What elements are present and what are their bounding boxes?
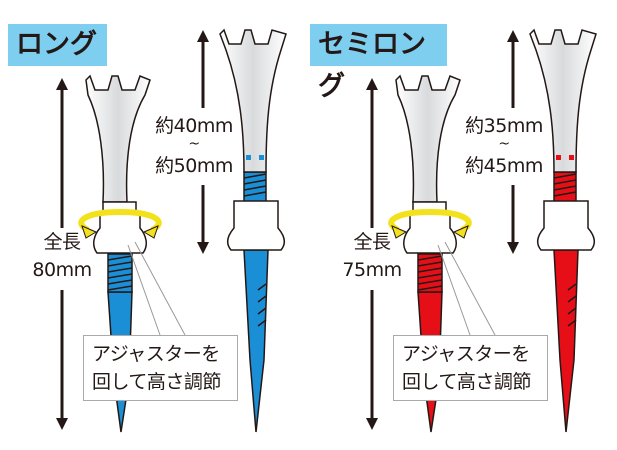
- adjuster-callout: アジャスターを 回して高さ調節: [393, 335, 548, 401]
- callout-line1: アジャスターを: [402, 343, 530, 365]
- range-min: 約35mm: [465, 115, 543, 137]
- range-max: 約45mm: [465, 155, 543, 177]
- range-max: 約50mm: [155, 155, 233, 177]
- adjuster-callout: アジャスターを 回して高さ調節: [83, 335, 238, 401]
- callout-line2: 回して高さ調節: [92, 371, 221, 393]
- callout-line1: アジャスターを: [92, 343, 220, 365]
- total-length-value: 80mm: [32, 259, 92, 281]
- total-length-label: 全長: [43, 231, 81, 253]
- range-min: 約40mm: [155, 115, 233, 137]
- total-length-value: 75mm: [342, 259, 402, 281]
- total-length-label: 全長: [353, 231, 391, 253]
- panel-title-long: ロング: [8, 24, 107, 66]
- range-separator: ~: [498, 136, 510, 152]
- range-separator: ~: [188, 136, 200, 152]
- panel-title-semi-long: セミロング: [310, 24, 447, 102]
- callout-line2: 回して高さ調節: [402, 371, 531, 393]
